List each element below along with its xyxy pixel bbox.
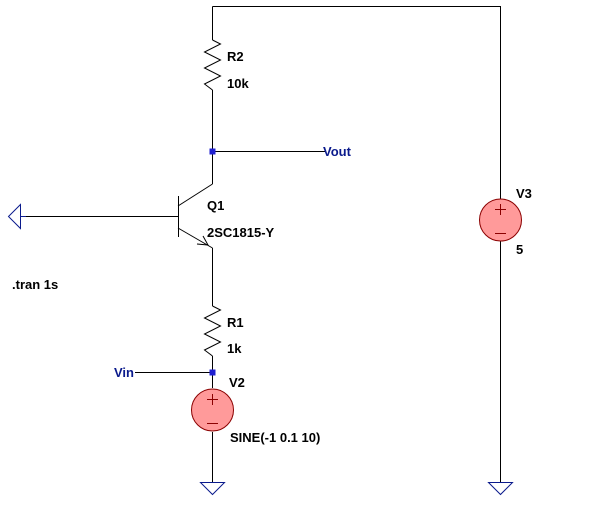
net-label-vout[interactable]: Vout	[323, 144, 352, 159]
junction-vin	[209, 369, 216, 376]
r1-value-label: 1k	[227, 341, 242, 356]
junction-vout	[209, 148, 216, 155]
input-port-icon[interactable]	[7, 203, 27, 230]
resistor-icon	[203, 39, 222, 91]
ground-icon[interactable]	[199, 482, 226, 496]
r2-value-label: 10k	[227, 76, 249, 91]
r1-ref-label: R1	[227, 315, 244, 330]
npn-transistor-icon	[177, 183, 213, 249]
q1-value-label: 2SC1815-Y	[207, 225, 275, 240]
spice-directive[interactable]: .tran 1s	[12, 277, 58, 292]
net-label-vin[interactable]: Vin	[114, 365, 134, 380]
r2-ref-label: R2	[227, 49, 244, 64]
ground-icon[interactable]	[487, 482, 514, 496]
v2-value-label: SINE(-1 0.1 10)	[230, 430, 320, 445]
q1-ref-label: Q1	[207, 198, 224, 213]
resistor-icon	[203, 305, 222, 357]
v3-ref-label: V3	[516, 186, 532, 201]
voltage-source-v2[interactable]: V2 SINE(-1 0.1 10)	[191, 375, 321, 445]
voltage-source-icon	[191, 388, 234, 432]
v2-ref-label: V2	[229, 375, 245, 390]
voltage-source-v3[interactable]: V3 5	[479, 186, 532, 257]
transistor-q1[interactable]: Q1 2SC1815-Y	[177, 183, 275, 249]
resistor-r2[interactable]: R2 10k	[203, 39, 250, 91]
v3-value-label: 5	[516, 242, 523, 257]
resistor-r1[interactable]: R1 1k	[203, 305, 244, 357]
voltage-source-icon	[479, 198, 522, 242]
wire-top-rail[interactable]	[212, 6, 501, 200]
wires	[26, 6, 501, 482]
